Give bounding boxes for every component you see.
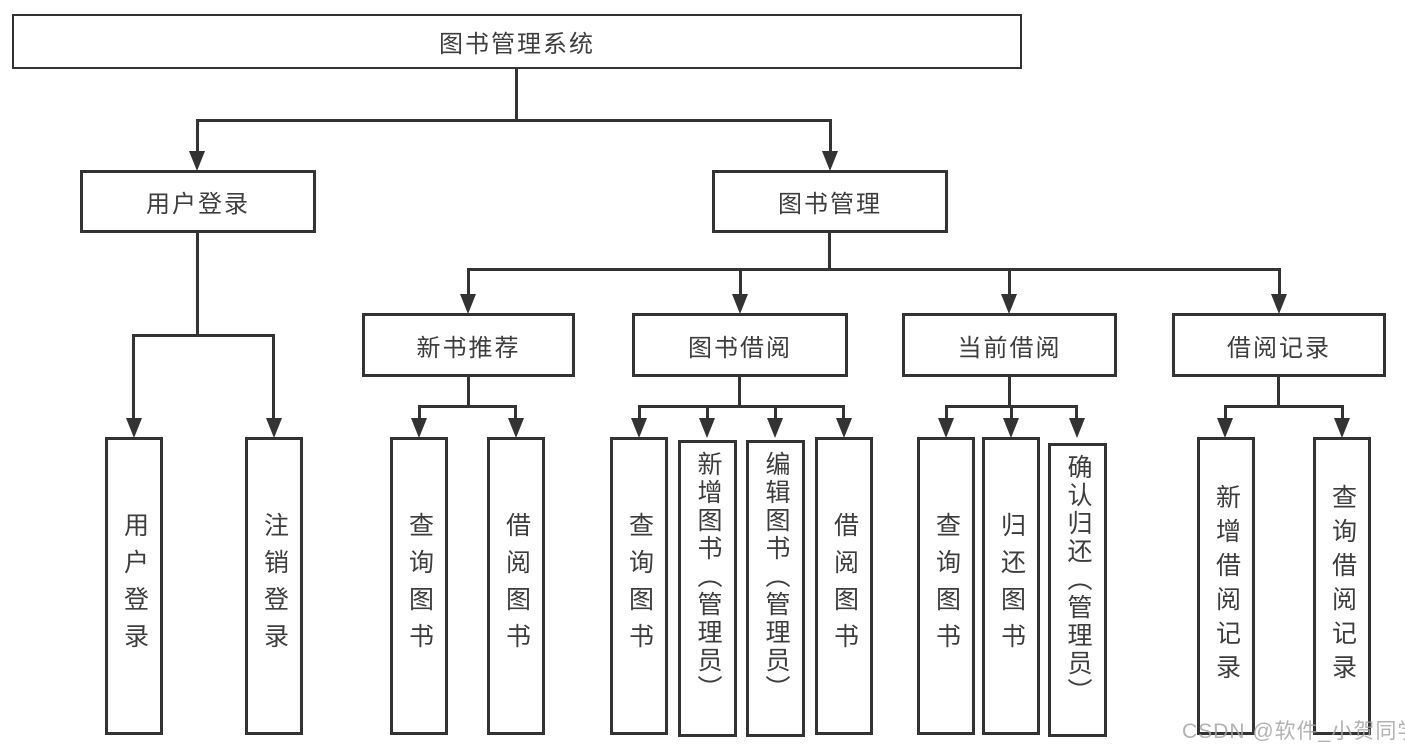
leaf-query-borrow-record: 查询借阅记录 bbox=[1313, 437, 1371, 735]
leaf-user-login: 用户登录 bbox=[105, 437, 163, 735]
connector-new-book-stem bbox=[467, 377, 470, 408]
connector-to-leaf-logout bbox=[272, 334, 275, 420]
node-label: 查询图书 bbox=[625, 512, 654, 660]
connector-current-borrow-stem bbox=[1008, 377, 1011, 408]
leaf-query-books-recommend: 查询图书 bbox=[390, 437, 448, 735]
node-label: 当前借阅 bbox=[957, 334, 1062, 362]
leaf-edit-books-admin: 编辑图书（管理员） bbox=[746, 440, 805, 737]
node-label: 图书管理 bbox=[778, 191, 882, 218]
connector-book-management-branch bbox=[467, 268, 1281, 271]
node-user-login: 用户登录 bbox=[80, 170, 316, 233]
leaf-query-books-current: 查询图书 bbox=[917, 437, 975, 735]
leaf-add-borrow-record: 新增借阅记录 bbox=[1197, 437, 1255, 735]
connector-to-leaf-user-login bbox=[132, 334, 135, 420]
connector-book-management-stem bbox=[828, 233, 831, 271]
connector-borrow-records-branch bbox=[1224, 405, 1344, 408]
connector-user-login-stem bbox=[196, 233, 199, 337]
node-new-book-recommend: 新书推荐 bbox=[362, 313, 575, 377]
node-label: 新增借阅记录 bbox=[1212, 484, 1241, 688]
arrowhead-to-leaf-logout bbox=[266, 418, 282, 438]
connector-arm bbox=[706, 405, 709, 421]
node-label: 查询图书 bbox=[405, 512, 434, 660]
arrowhead bbox=[411, 418, 427, 438]
node-library-management-system: 图书管理系统 bbox=[12, 14, 1022, 69]
leaf-confirm-return-admin: 确认归还（管理员） bbox=[1048, 443, 1107, 737]
connector-user-login-branch bbox=[132, 334, 274, 337]
leaf-logout: 注销登录 bbox=[245, 437, 303, 735]
arrowhead bbox=[699, 418, 715, 438]
connector-arm bbox=[1224, 405, 1227, 421]
connector-book-borrow-branch bbox=[638, 405, 845, 408]
connector-new-book-branch bbox=[418, 405, 517, 408]
node-label: 借阅图书 bbox=[502, 512, 531, 660]
node-label: 确认归还（管理员） bbox=[1064, 454, 1092, 706]
connector-book-borrow-stem bbox=[738, 377, 741, 408]
connector-arm bbox=[774, 405, 777, 421]
connector-arm bbox=[945, 405, 948, 421]
arrowhead-to-book-borrow bbox=[732, 294, 748, 314]
arrowhead-to-current-borrow bbox=[1001, 294, 1017, 314]
connector-arm bbox=[1010, 405, 1013, 421]
arrowhead bbox=[631, 418, 647, 438]
node-label: 新书推荐 bbox=[416, 334, 521, 362]
node-label: 查询借阅记录 bbox=[1328, 484, 1357, 688]
node-book-management: 图书管理 bbox=[712, 170, 948, 233]
connector-arm bbox=[1075, 405, 1078, 421]
arrowhead bbox=[1217, 418, 1233, 438]
connector-to-user-login bbox=[196, 119, 199, 153]
arrowhead-to-new-book-recommend bbox=[460, 294, 476, 314]
node-label: 借阅记录 bbox=[1227, 334, 1331, 362]
arrowhead bbox=[1003, 418, 1019, 438]
node-borrow-records: 借阅记录 bbox=[1172, 313, 1386, 377]
csdn-watermark: CSDN @软件_小贺同学 bbox=[1182, 720, 1405, 743]
connector-to-current-borrow bbox=[1008, 268, 1011, 296]
connector-arm bbox=[418, 405, 421, 421]
leaf-query-books-borrow: 查询图书 bbox=[610, 437, 668, 735]
connector-to-book-management bbox=[829, 119, 832, 153]
node-label: 注销登录 bbox=[260, 512, 289, 660]
node-book-borrow: 图书借阅 bbox=[632, 313, 848, 377]
arrowhead-to-leaf-user-login bbox=[126, 418, 142, 438]
node-label: 新增图书（管理员） bbox=[694, 451, 722, 703]
node-label: 借阅图书 bbox=[830, 512, 859, 660]
arrowhead-to-user-login bbox=[189, 151, 205, 171]
connector-to-new-book-recommend bbox=[467, 268, 470, 296]
arrowhead bbox=[1069, 418, 1085, 438]
arrowhead bbox=[1334, 418, 1350, 438]
connector-to-borrow-records bbox=[1278, 268, 1281, 296]
arrowhead bbox=[836, 418, 852, 438]
node-label: 归还图书 bbox=[997, 512, 1026, 660]
arrowhead bbox=[938, 418, 954, 438]
node-label: 用户登录 bbox=[146, 191, 250, 218]
node-label: 图书管理系统 bbox=[439, 31, 595, 58]
leaf-return-books: 归还图书 bbox=[982, 437, 1040, 735]
arrowhead-to-borrow-records bbox=[1271, 294, 1287, 314]
node-label: 用户登录 bbox=[120, 512, 149, 660]
arrowhead bbox=[767, 418, 783, 438]
node-label: 图书借阅 bbox=[688, 334, 792, 362]
connector-borrow-records-stem bbox=[1277, 377, 1280, 408]
leaf-borrow-books-recommend: 借阅图书 bbox=[487, 437, 545, 735]
connector-root-branch bbox=[196, 119, 832, 122]
leaf-borrow-books: 借阅图书 bbox=[815, 437, 873, 735]
node-current-borrow: 当前借阅 bbox=[902, 313, 1117, 377]
arrowhead bbox=[508, 418, 524, 438]
node-label: 编辑图书（管理员） bbox=[762, 451, 790, 703]
node-label: 查询图书 bbox=[932, 512, 961, 660]
connector-arm bbox=[638, 405, 641, 421]
arrowhead-to-book-management bbox=[822, 151, 838, 171]
connector-arm bbox=[842, 405, 845, 421]
connector-to-book-borrow bbox=[739, 268, 742, 296]
connector-arm bbox=[1341, 405, 1344, 421]
connector-arm bbox=[514, 405, 517, 421]
connector-root-stem bbox=[515, 69, 518, 120]
leaf-add-books-admin: 新增图书（管理员） bbox=[678, 440, 737, 737]
